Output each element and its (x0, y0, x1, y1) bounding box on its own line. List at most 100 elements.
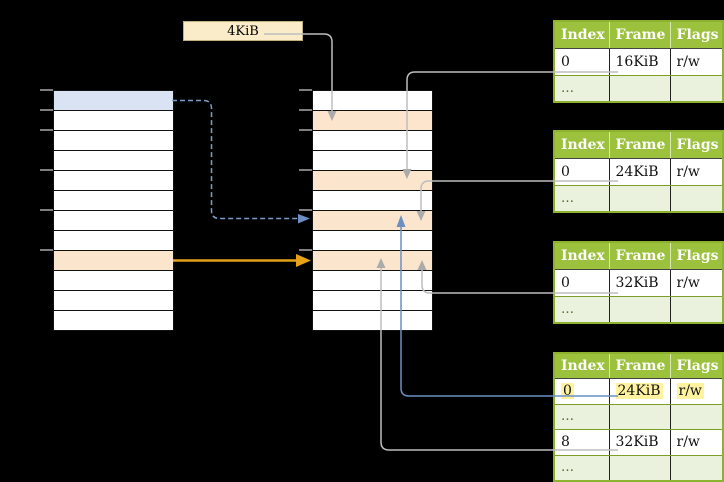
arrowhead-right-icon (298, 214, 310, 224)
page-size-label: 4KiB (183, 21, 303, 41)
cell-index: 8 (554, 429, 610, 456)
frame-table-16kib: Index Frame Flags 0 16KiB r/w … (553, 20, 724, 103)
physical-row (313, 231, 432, 251)
cell-index: 0 (554, 158, 610, 186)
column-header-flags: Flags (670, 131, 723, 159)
virtual-row-orange (54, 251, 173, 271)
cell-frame (609, 185, 671, 213)
table-row: 8 32KiB r/w (554, 429, 723, 456)
physical-row (313, 191, 432, 211)
column-header-flags: Flags (670, 21, 723, 49)
table-row-ellipsis: … (554, 75, 723, 103)
column-header-index: Index (554, 21, 610, 49)
frame-table-level2: Index Frame Flags 0 24KiB r/w … 8 32KiB … (553, 352, 724, 482)
column-header-index: Index (554, 242, 610, 270)
physical-row-orange (313, 111, 432, 131)
address-tick (40, 129, 53, 131)
address-tick (40, 89, 53, 91)
virtual-row (54, 311, 173, 330)
address-tick (40, 249, 53, 251)
cell-flags: r/w (670, 269, 723, 297)
cell-flags: r/w (670, 429, 723, 456)
cell-flags: r/w (670, 378, 723, 405)
cell-frame (609, 296, 671, 324)
table-row: 0 16KiB r/w (554, 48, 723, 76)
cell-frame: 24KiB (609, 158, 671, 186)
highlighted-text: 0 (561, 383, 574, 400)
cell-flags: r/w (670, 48, 723, 76)
cell-frame (609, 455, 671, 481)
cell-flags (670, 185, 723, 213)
column-header-frame: Frame (609, 353, 671, 379)
column-header-index: Index (554, 131, 610, 159)
virtual-row (54, 151, 173, 171)
physical-row-orange (313, 171, 432, 191)
physical-row (313, 131, 432, 151)
arrowhead-right-icon (296, 254, 311, 267)
cell-index: … (554, 75, 610, 103)
cell-flags (670, 404, 723, 430)
cell-flags (670, 75, 723, 103)
cell-index: 0 (554, 48, 610, 76)
cell-index: 0 (554, 378, 610, 405)
table-header-row: Index Frame Flags (554, 21, 723, 49)
physical-row (313, 271, 432, 291)
cell-index: … (554, 404, 610, 430)
cell-flags: r/w (670, 158, 723, 186)
physical-row (313, 291, 432, 311)
cell-frame (609, 404, 671, 430)
column-header-flags: Flags (670, 353, 723, 379)
virtual-row (54, 271, 173, 291)
virtual-row (54, 111, 173, 131)
address-tick (40, 209, 53, 211)
highlighted-text: 24KiB (615, 383, 663, 400)
physical-row-orange (313, 211, 432, 231)
address-tick (40, 109, 53, 111)
column-header-index: Index (554, 353, 610, 379)
virtual-row (54, 171, 173, 191)
table-row-ellipsis: … (554, 296, 723, 324)
cell-frame: 24KiB (609, 378, 671, 405)
physical-row (313, 91, 432, 111)
column-header-flags: Flags (670, 242, 723, 270)
address-tick (299, 109, 312, 111)
column-header-frame: Frame (609, 21, 671, 49)
cell-frame: 32KiB (609, 269, 671, 297)
column-header-frame: Frame (609, 242, 671, 270)
cell-flags (670, 296, 723, 324)
address-tick (299, 169, 312, 171)
cell-index: … (554, 185, 610, 213)
table-row-ellipsis: … (554, 455, 723, 481)
table-header-row: Index Frame Flags (554, 131, 723, 159)
virtual-row (54, 231, 173, 251)
address-tick (299, 89, 312, 91)
physical-row (313, 311, 432, 330)
frame-table-32kib: Index Frame Flags 0 32KiB r/w … (553, 241, 724, 324)
physical-row (313, 151, 432, 171)
virtual-row (54, 211, 173, 231)
table-row-ellipsis: … (554, 185, 723, 213)
column-header-frame: Frame (609, 131, 671, 159)
cell-index: … (554, 296, 610, 324)
virtual-memory-table (53, 90, 174, 331)
table-row-highlighted: 0 24KiB r/w (554, 378, 723, 405)
address-tick (40, 169, 53, 171)
address-tick (299, 209, 312, 211)
table-header-row: Index Frame Flags (554, 353, 723, 379)
physical-memory-table (312, 90, 433, 331)
frame-table-24kib: Index Frame Flags 0 24KiB r/w … (553, 130, 724, 213)
virtual-row-blue (54, 91, 173, 111)
cell-frame (609, 75, 671, 103)
address-tick (299, 129, 312, 131)
virtual-row (54, 131, 173, 151)
address-tick (299, 249, 312, 251)
table-row-ellipsis: … (554, 404, 723, 430)
physical-row-orange (313, 251, 432, 271)
cell-flags (670, 455, 723, 481)
virtual-row (54, 291, 173, 311)
cell-frame: 32KiB (609, 429, 671, 456)
cell-index: … (554, 455, 610, 481)
table-row: 0 24KiB r/w (554, 158, 723, 186)
table-row: 0 32KiB r/w (554, 269, 723, 297)
